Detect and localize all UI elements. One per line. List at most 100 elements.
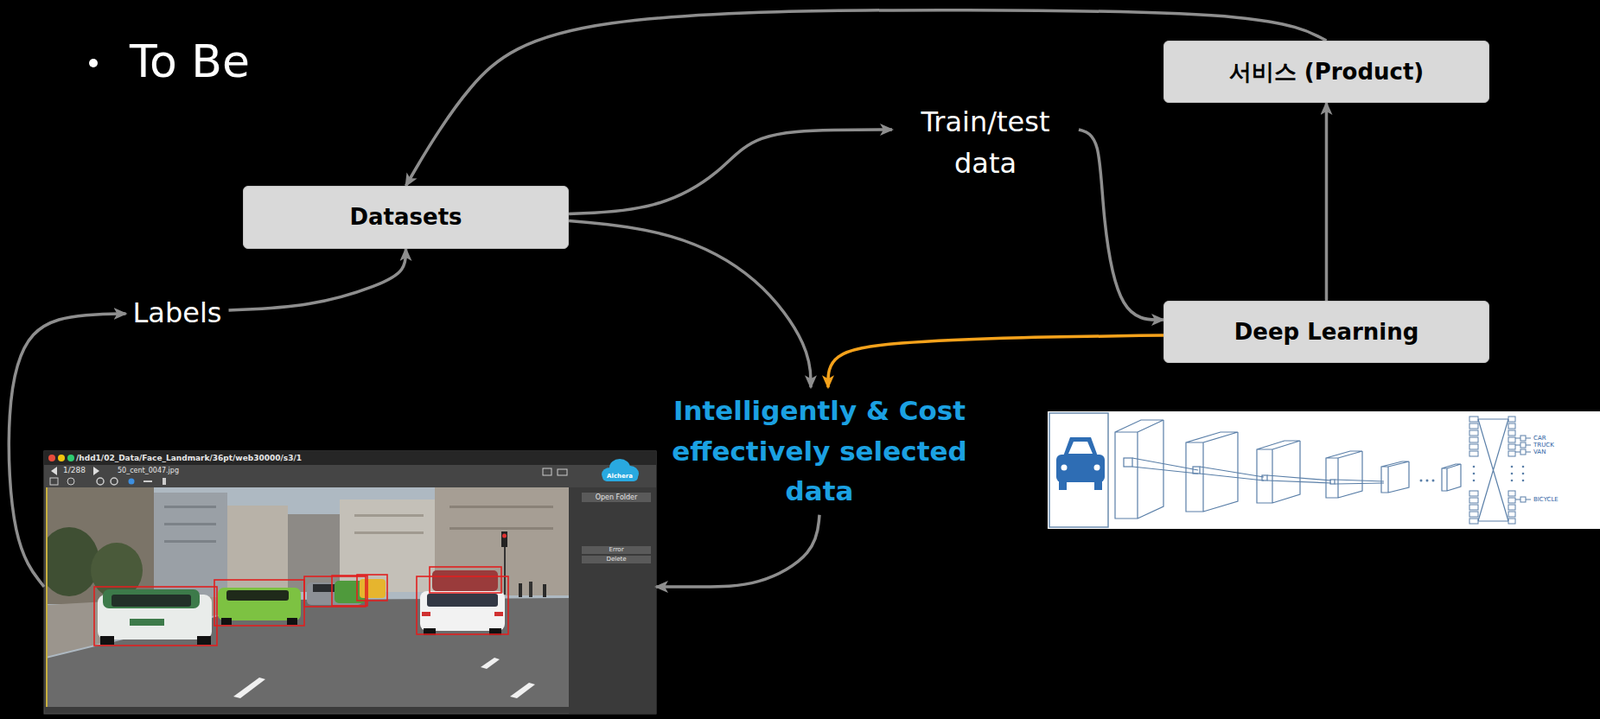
annotation-tool-screenshot — [429, 567, 502, 593]
cnn-illustration — [1520, 435, 1526, 441]
cnn-illustration — [1420, 479, 1423, 483]
class-label: BICYCLE — [1533, 496, 1559, 504]
cnn-illustration — [1441, 464, 1461, 491]
cnn-illustration — [1508, 497, 1516, 504]
cnn-illustration — [1199, 466, 1264, 481]
cnn-illustration — [1508, 518, 1516, 524]
cnn-illustration — [1469, 497, 1479, 504]
annotation-tool-screenshot — [45, 527, 100, 597]
annotation-tool-screenshot — [480, 657, 500, 670]
annotation-tool-screenshot — [502, 534, 507, 539]
annotation-tool-screenshot — [143, 480, 153, 483]
annotation-tool-screenshot — [359, 579, 386, 599]
annotation-tool-screenshot — [501, 531, 508, 548]
cnn-illustration — [1469, 490, 1479, 497]
annotation-tool-screenshot — [518, 583, 523, 598]
cnn-illustration — [1267, 475, 1332, 484]
annotation-tool-screenshot — [509, 682, 536, 699]
cnn-illustration — [1056, 454, 1105, 483]
cnn-illustration — [1520, 497, 1526, 503]
annotation-tool-screenshot — [214, 580, 305, 626]
annotation-tool-screenshot — [110, 478, 118, 485]
cnn-illustration — [1047, 411, 1600, 530]
cnn-illustration — [1123, 458, 1133, 467]
cnn-illustration — [1432, 479, 1435, 483]
cnn-illustration — [1478, 419, 1509, 522]
annotation-tool-screenshot — [96, 478, 104, 485]
annotation-tool-screenshot — [449, 527, 554, 530]
annotation-tool-screenshot — [221, 618, 232, 625]
flow-arrow — [8, 313, 126, 587]
annotation-tool-screenshot — [93, 466, 100, 476]
ui-text: 1/288 — [63, 465, 86, 476]
cnn-illustration — [1522, 465, 1525, 469]
cnn-illustration — [1068, 441, 1093, 454]
annotation-tool-screenshot — [111, 594, 192, 607]
cnn-illustration — [1262, 475, 1268, 481]
annotation-tool-screenshot — [356, 574, 388, 601]
cnn-illustration — [1522, 479, 1525, 483]
cnn-illustration — [1115, 419, 1531, 522]
ui-text: Delete — [581, 555, 651, 564]
cnn-illustration — [1469, 511, 1479, 517]
annotation-tool-screenshot — [286, 618, 298, 625]
cnn-illustration — [1047, 411, 1600, 530]
cnn-illustration — [1508, 490, 1516, 497]
cnn-illustration — [1508, 423, 1516, 429]
cnn-illustration — [1132, 458, 1199, 474]
annotation-tool-screenshot — [153, 492, 228, 597]
flow-arrow — [568, 129, 893, 215]
node-label: Intelligently & Cost effectively selecte… — [667, 390, 972, 512]
cnn-illustration — [1058, 480, 1067, 491]
cnn-illustration — [1508, 504, 1516, 510]
flow-arrow — [656, 515, 820, 587]
cnn-illustration — [1469, 437, 1479, 443]
cnn-illustration — [1426, 479, 1429, 483]
annotation-tool-screenshot — [67, 454, 75, 462]
annotation-tool-screenshot — [542, 584, 547, 598]
flow-text-node: Labels — [126, 292, 230, 336]
annotation-tool-screenshot — [581, 546, 651, 555]
cnn-illustration — [1469, 504, 1479, 510]
cnn-illustration — [1469, 518, 1479, 524]
annotation-tool-screenshot — [128, 478, 135, 485]
annotation-tool-screenshot — [568, 487, 657, 714]
node-label: Datasets — [349, 203, 462, 232]
ui-text: Alchera — [601, 472, 638, 481]
annotation-tool-screenshot — [197, 636, 211, 645]
annotation-tool-screenshot — [45, 487, 48, 708]
annotation-tool-window: /hdd1/02_Data/Face_Landmark/36pt/web3000… — [44, 451, 657, 714]
slide-title: To Be — [129, 34, 250, 89]
ui-text: 50_cent_0047.jpg — [117, 466, 179, 476]
annotation-tool-screenshot — [233, 677, 266, 699]
cnn-illustration — [1525, 438, 1531, 500]
annotation-tool-screenshot — [164, 540, 217, 543]
cnn-illustration — [1508, 430, 1516, 436]
class-label: TRUCK — [1533, 441, 1555, 449]
annotation-tool-screenshot — [164, 505, 217, 509]
annotation-tool-screenshot — [45, 487, 569, 708]
node-label: 서비스 (Product) — [1229, 57, 1425, 87]
annotation-tool-screenshot — [45, 487, 569, 708]
cnn-illustration — [1522, 472, 1525, 476]
annotation-tool-screenshot — [354, 531, 424, 535]
title-bullet — [89, 58, 98, 68]
annotation-tool-screenshot — [581, 555, 651, 564]
cnn-illustration — [1508, 437, 1516, 443]
annotation-tool-screenshot — [44, 451, 657, 466]
cnn-illustration — [1469, 444, 1479, 450]
cnn-illustration — [1469, 416, 1479, 422]
annotation-tool-screenshot — [557, 469, 568, 476]
flow-arrow — [229, 248, 407, 311]
annotation-tool-screenshot — [227, 505, 288, 593]
cnn-illustration — [1330, 479, 1335, 485]
annotation-tool-screenshot — [420, 591, 505, 632]
cnn-illustration — [1049, 413, 1109, 528]
node-label: Train/test data — [898, 101, 1072, 185]
cnn-illustration — [1469, 430, 1479, 436]
annotation-tool-screenshot — [100, 636, 115, 645]
cnn-illustration — [1056, 437, 1105, 491]
cnn-illustration — [1256, 440, 1301, 504]
annotation-tool-screenshot — [50, 466, 58, 476]
cnn-illustration — [1510, 472, 1514, 476]
